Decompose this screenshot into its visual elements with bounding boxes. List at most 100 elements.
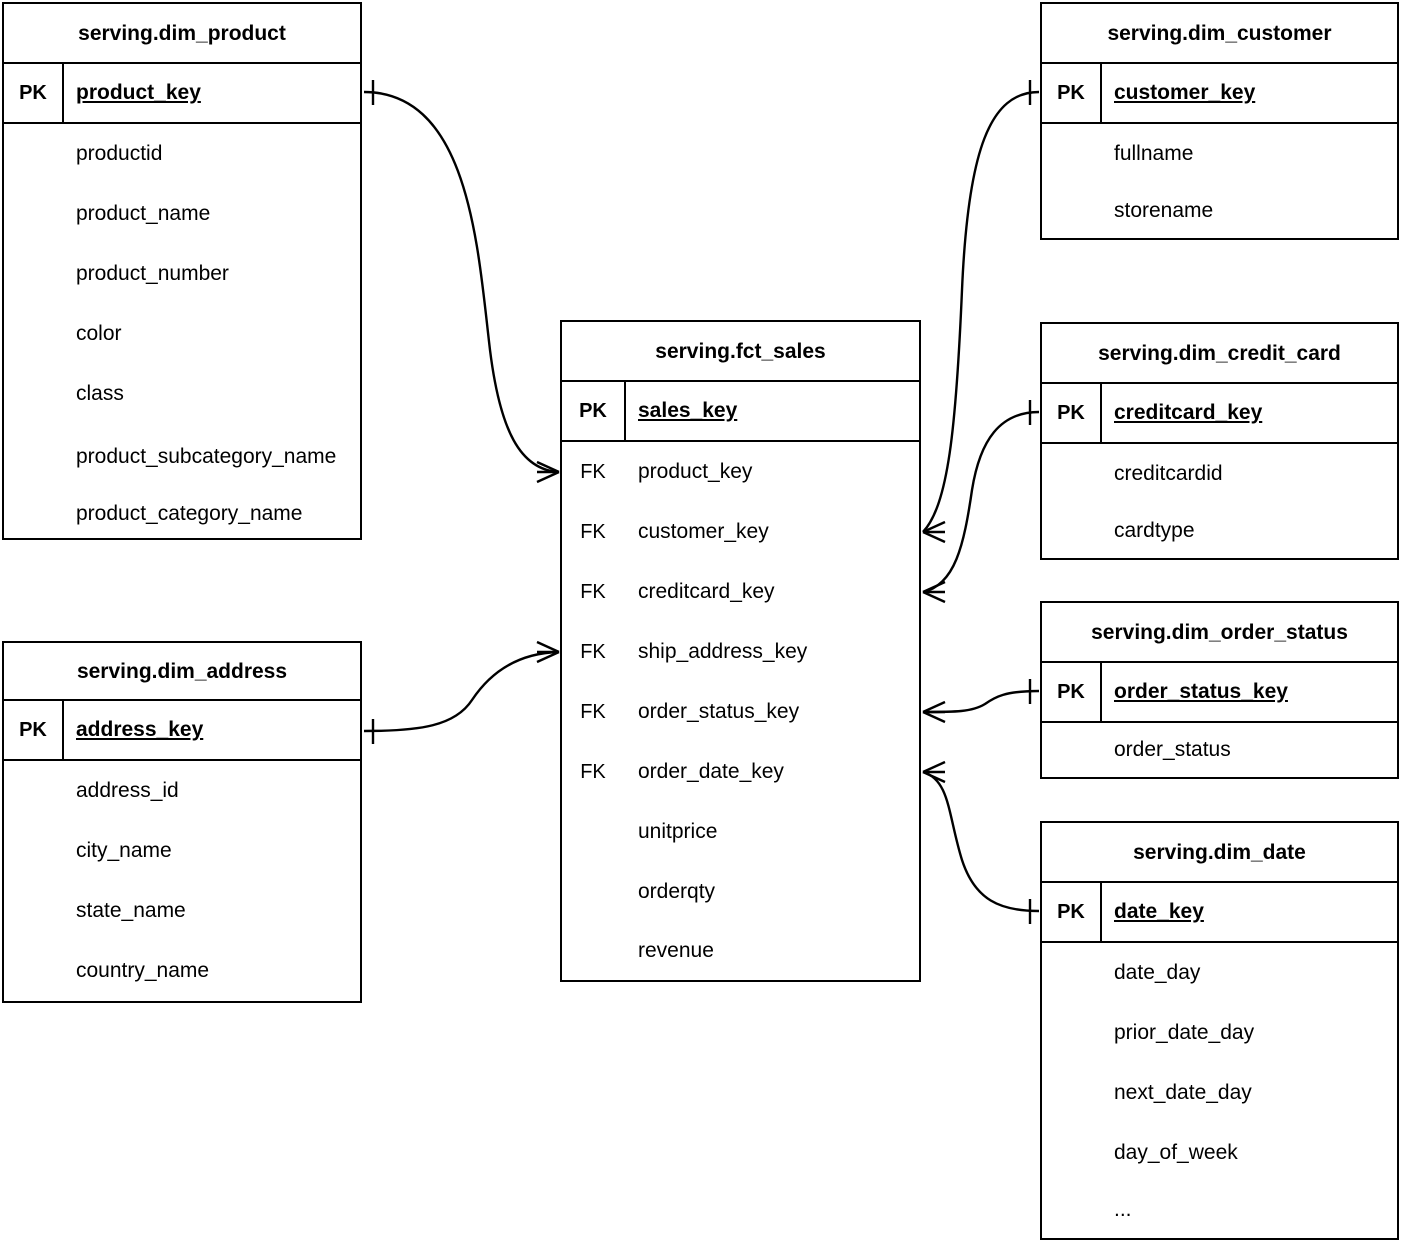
attribute-row: FK order_status_key [562,682,919,742]
fk-badge: FK [580,581,606,603]
relationship-address [363,640,560,744]
attribute-row: state_name [4,881,360,941]
entity-dim-product[interactable]: serving.dim_product PK product_key produ… [2,2,362,540]
attribute-row: revenue [562,922,919,980]
attribute-name: address_id [76,778,179,802]
attribute-row: order_status [1042,723,1397,777]
entity-title: serving.dim_order_status [1042,603,1397,663]
attribute-row: product_number [4,244,360,304]
column-divider [62,64,64,122]
pk-field-name: creditcard_key [1114,400,1263,424]
attribute-row: class [4,364,360,424]
entity-dim-credit-card[interactable]: serving.dim_credit_card PK creditcard_ke… [1040,322,1399,560]
attribute-name: product_name [76,201,211,225]
attribute-name: product_category_name [76,501,303,525]
pk-badge: PK [1057,402,1085,424]
entity-title: serving.dim_product [4,4,360,64]
attribute-list: creditcardid cardtype [1042,444,1397,558]
relationship-customer [922,80,1040,544]
attribute-name: creditcardid [1114,461,1223,485]
attribute-name: order_date_key [638,759,784,783]
attribute-row: productid [4,124,360,184]
attribute-list: date_day prior_date_day next_date_day da… [1042,943,1397,1238]
attribute-name: date_day [1114,960,1201,984]
pk-row: PK customer_key [1042,64,1397,124]
attribute-name: order_status [1114,737,1231,761]
column-divider [1100,883,1102,941]
attribute-name: color [76,321,122,345]
entity-title: serving.dim_date [1042,823,1397,883]
relationship-credit-card [922,400,1040,604]
attribute-row: creditcardid [1042,444,1397,504]
pk-row: PK sales_key [562,382,919,442]
relationship-date [922,760,1040,924]
attribute-name: order_status_key [638,699,800,723]
attribute-name: storename [1114,198,1214,222]
pk-badge: PK [1057,901,1085,923]
pk-row: PK product_key [4,64,360,124]
entity-fct-sales[interactable]: serving.fct_sales PK sales_key FK produc… [560,320,921,982]
pk-badge: PK [19,719,47,741]
attribute-row: storename [1042,184,1397,238]
attribute-name: next_date_day [1114,1080,1252,1104]
fk-badge: FK [580,641,606,663]
column-divider [624,382,626,440]
attribute-row: date_day [1042,943,1397,1003]
attribute-name: class [76,381,124,405]
attribute-name: customer_key [638,519,769,543]
attribute-name: productid [76,141,163,165]
pk-badge: PK [579,400,607,422]
attribute-name: orderqty [638,879,716,903]
attribute-name: country_name [76,958,210,982]
attribute-row: unitprice [562,802,919,862]
attribute-name: ... [1114,1198,1132,1222]
attribute-name: product_key [638,459,753,483]
pk-badge: PK [19,82,47,104]
pk-badge: PK [1057,82,1085,104]
column-divider [1100,64,1102,122]
entity-dim-order-status[interactable]: serving.dim_order_status PK order_status… [1040,601,1399,779]
attribute-name: revenue [638,938,714,962]
entity-title: serving.dim_address [4,643,360,701]
attribute-list: order_status [1042,723,1397,777]
pk-row: PK order_status_key [1042,663,1397,723]
attribute-name: product_number [76,261,229,285]
attribute-row: address_id [4,761,360,821]
attribute-row: fullname [1042,124,1397,184]
attribute-list: productid product_name product_number co… [4,124,360,538]
attribute-name: creditcard_key [638,579,775,603]
entity-title: serving.dim_customer [1042,4,1397,64]
attribute-list: fullname storename [1042,124,1397,238]
pk-field-name: order_status_key [1114,679,1288,703]
pk-field-name: customer_key [1114,80,1256,104]
column-divider [1100,663,1102,721]
entity-dim-date[interactable]: serving.dim_date PK date_key date_day pr… [1040,821,1399,1240]
attribute-name: fullname [1114,141,1194,165]
fk-badge: FK [580,461,606,483]
attribute-row: FK order_date_key [562,742,919,802]
pk-row: PK creditcard_key [1042,384,1397,444]
attribute-row: FK ship_address_key [562,622,919,682]
attribute-name: unitprice [638,819,718,843]
pk-field-name: address_key [76,717,204,741]
pk-field-name: date_key [1114,899,1204,923]
attribute-name: product_subcategory_name [76,444,337,468]
attribute-list: address_id city_name state_name country_… [4,761,360,1001]
attribute-row: next_date_day [1042,1063,1397,1123]
attribute-row: orderqty [562,862,919,922]
attribute-row: ... [1042,1183,1397,1238]
entity-dim-customer[interactable]: serving.dim_customer PK customer_key ful… [1040,2,1399,240]
attribute-name: cardtype [1114,518,1195,542]
attribute-name: day_of_week [1114,1140,1238,1164]
entity-title: serving.dim_credit_card [1042,324,1397,384]
attribute-row: FK product_key [562,442,919,502]
pk-field-name: sales_key [638,398,738,422]
attribute-row: country_name [4,941,360,1001]
relationship-order-status [922,679,1040,724]
entity-dim-address[interactable]: serving.dim_address PK address_key addre… [2,641,362,1003]
fk-badge: FK [580,761,606,783]
attribute-name: prior_date_day [1114,1020,1255,1044]
fk-badge: FK [580,521,606,543]
attribute-row: product_category_name [4,490,360,538]
